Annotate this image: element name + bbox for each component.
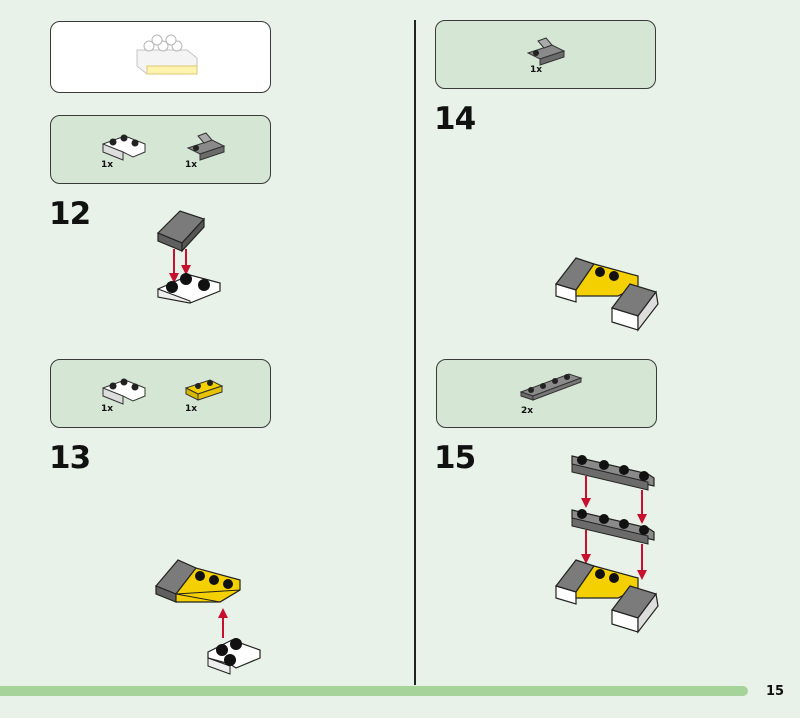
model-preview-box (50, 21, 271, 93)
white-corner-plate-icon (102, 134, 146, 161)
step-number-14: 14 (434, 101, 476, 137)
step-15-assembly (554, 455, 659, 634)
parts-qty: 1x (101, 160, 114, 170)
progress-bar (0, 686, 748, 696)
model-preview-icon (136, 34, 198, 75)
parts-qty: 1x (185, 160, 198, 170)
gray-slope-bracket-icon (186, 132, 226, 161)
parts-box-step-12: 1x 1x (50, 115, 271, 184)
yellow-plate-1x2-icon (184, 379, 224, 401)
step-12-assembly (156, 210, 221, 304)
column-divider (414, 20, 416, 685)
gray-slope-bracket-icon (526, 37, 566, 66)
parts-box-step-14: 1x (435, 20, 656, 89)
step-number-13: 13 (49, 440, 91, 476)
gray-plate-1x4-middle (571, 509, 655, 545)
parts-qty: 1x (101, 404, 114, 414)
white-corner-plate-icon (102, 378, 146, 405)
parts-qty: 1x (530, 65, 543, 75)
parts-qty: 1x (185, 404, 198, 414)
step-number-12: 12 (49, 196, 91, 232)
parts-box-step-15: 2x (436, 359, 657, 428)
page-number: 15 (766, 684, 785, 699)
step-13-assembly (155, 559, 261, 675)
step-number-15: 15 (434, 440, 476, 476)
gray-plate-1x4-icon (519, 373, 583, 401)
parts-box-step-13: 1x 1x (50, 359, 271, 428)
gray-plate-1x4-top (571, 455, 655, 491)
parts-qty: 2x (521, 406, 534, 416)
step-14-assembly (554, 257, 659, 332)
